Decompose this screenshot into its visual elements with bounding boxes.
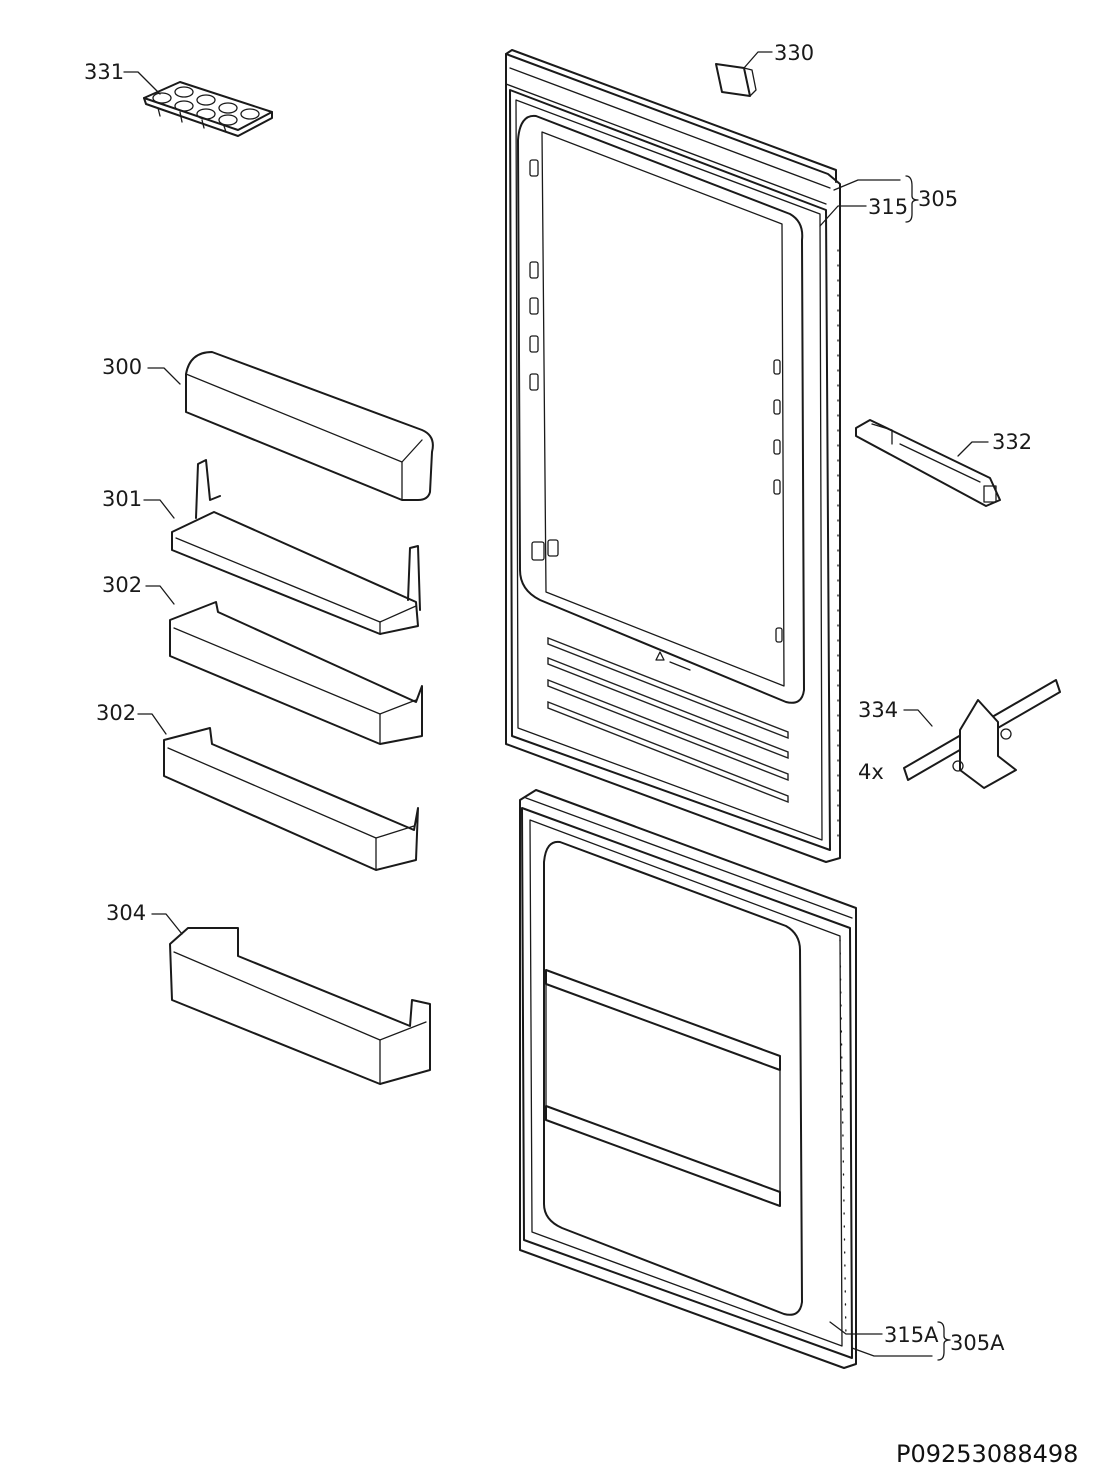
bottle-shelf-part-304 bbox=[169, 927, 431, 1085]
label-334-quantity: 4x bbox=[858, 760, 884, 784]
label-302-upper: 302 bbox=[102, 573, 142, 597]
lower-door-assembly bbox=[519, 789, 857, 1369]
label-331: 331 bbox=[84, 60, 124, 84]
label-334: 334 bbox=[858, 698, 898, 722]
label-315A: 315A bbox=[884, 1323, 939, 1347]
label-305: 305 bbox=[918, 187, 958, 211]
label-330: 330 bbox=[774, 41, 814, 65]
dairy-lid-part-300 bbox=[185, 351, 434, 501]
drawing-code: P09253088498 bbox=[896, 1440, 1078, 1468]
label-300: 300 bbox=[102, 355, 142, 379]
door-shelf-part-302-lower bbox=[163, 727, 419, 871]
label-305A: 305A bbox=[950, 1331, 1005, 1355]
label-315: 315 bbox=[868, 195, 908, 219]
label-304: 304 bbox=[106, 901, 146, 925]
part-labels: 331 330 305 315 300 301 302 302 304 332 … bbox=[84, 41, 1078, 1468]
upper-door-assembly bbox=[505, 49, 841, 863]
egg-tray-part-331 bbox=[143, 81, 273, 137]
door-shelf-part-301 bbox=[171, 459, 421, 635]
cap-part-330 bbox=[715, 63, 757, 97]
label-301: 301 bbox=[102, 487, 142, 511]
hinge-bracket-part-334 bbox=[903, 679, 1061, 789]
leader-lines bbox=[123, 51, 989, 1361]
label-302-lower: 302 bbox=[96, 701, 136, 725]
door-shelf-part-302-upper bbox=[169, 601, 423, 745]
label-332: 332 bbox=[992, 430, 1032, 454]
hinge-part-332 bbox=[855, 419, 1001, 507]
